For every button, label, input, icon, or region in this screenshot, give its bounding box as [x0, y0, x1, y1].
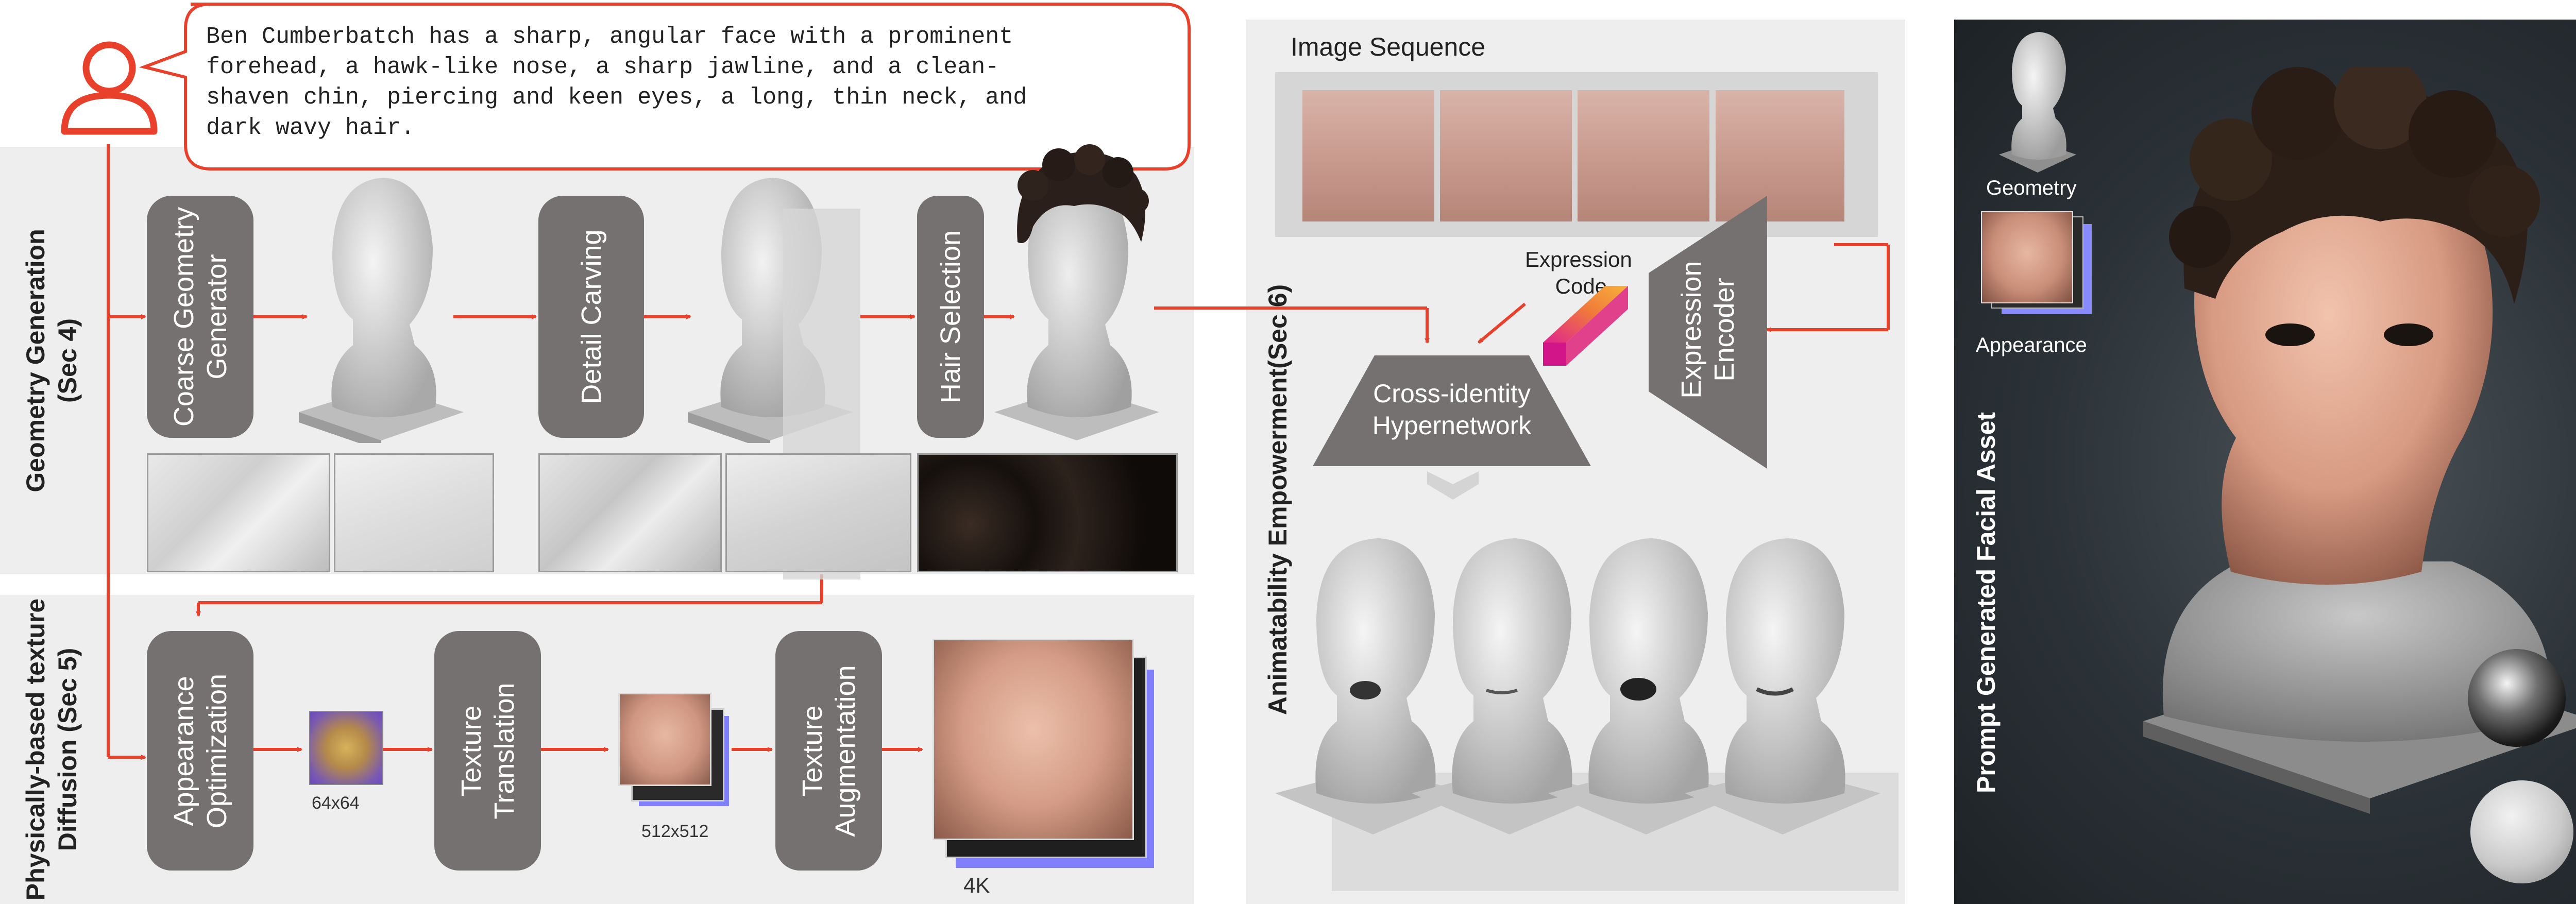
user-icon	[61, 41, 158, 135]
texture-512-image	[618, 693, 711, 786]
speech-bubble	[139, 3, 1191, 170]
sequence-frame-1	[1302, 90, 1434, 221]
texture-64-image	[309, 711, 383, 785]
chrome-sphere	[2468, 649, 2566, 747]
coarse-label-line1: Coarse Geometry	[168, 207, 199, 427]
coarse-head-render	[299, 178, 464, 443]
sequence-frame-3	[1578, 90, 1709, 221]
hair-selection-label: Hair Selection	[935, 230, 966, 404]
coarse-geometry-generator-label: Coarse Geometry Generator	[167, 207, 233, 427]
carved-detail-thumb-nose	[538, 453, 722, 572]
expression-encoder-label: Expression Encoder	[1675, 261, 1741, 398]
prompt-line-1: Ben Cumberbatch has a sharp, angular fac…	[206, 24, 1013, 50]
hypernet-label-line2: Hypernetwork	[1372, 411, 1532, 440]
sequence-frame-2	[1440, 90, 1572, 221]
texture-augmentation-label: Texture Augmentation	[796, 665, 862, 837]
coarse-label-line2: Generator	[201, 254, 232, 380]
augmentation-label-line2: Augmentation	[829, 664, 861, 837]
animated-head-3	[1548, 538, 1744, 834]
texture-4k-image	[933, 639, 1134, 840]
hypernetwork-shape	[1313, 355, 1591, 466]
detail-carving-label: Detail Carving	[575, 229, 607, 404]
translation-label-line2: Translation	[488, 682, 520, 820]
coarse-detail-thumb-cheek	[334, 453, 494, 572]
prompt-line-3: shaven chin, piercing and keen eyes, a l…	[206, 84, 1027, 111]
prompt-line-2: forehead, a hawk-like nose, a sharp jawl…	[206, 54, 999, 80]
animated-head-1	[1275, 538, 1471, 834]
hypernetwork-label: Cross-identity Hypernetwork	[1372, 378, 1531, 441]
appearance-optimization-label: Appearance Optimization	[167, 673, 233, 828]
expression-code-bar	[1543, 286, 1628, 366]
hair-selection-box: Hair Selection	[917, 196, 984, 438]
animated-head-2	[1412, 538, 1607, 834]
encoder-label-line1: Expression	[1676, 261, 1707, 399]
encoder-label-line2: Encoder	[1709, 278, 1740, 382]
geometry-thumbnail-label: Geometry	[1986, 177, 2077, 199]
appearance-label-line1: Appearance	[168, 675, 199, 826]
appearance-thumbnail	[1981, 211, 2073, 303]
expression-code-line1: Expression	[1525, 247, 1632, 271]
texture-512-label: 512x512	[641, 822, 709, 841]
augmentation-label-line1: Texture	[796, 705, 828, 797]
expression-encoder-shape	[1649, 196, 1767, 469]
detail-carving-box: Detail Carving	[538, 196, 644, 438]
appearance-optimization-box: Appearance Optimization	[147, 631, 253, 871]
hair-head-render	[994, 144, 1159, 440]
appearance-label-line2: Optimization	[201, 673, 232, 828]
geometry-thumbnail	[1999, 32, 2076, 173]
prompt-line-4: dark wavy hair.	[206, 115, 415, 141]
translation-label-line1: Texture	[455, 705, 487, 797]
diffuse-sphere	[2470, 780, 2573, 883]
texture-translation-box: Texture Translation	[434, 631, 541, 871]
coarse-geometry-generator-box: Coarse Geometry Generator	[147, 196, 253, 438]
final-facial-asset-render	[2143, 67, 2576, 814]
texture-4k-label: 4K	[963, 873, 990, 897]
prompt-text: Ben Cumberbatch has a sharp, angular fac…	[206, 22, 1027, 143]
carved-detail-thumb-cheek	[725, 453, 911, 572]
texture-64-label: 64x64	[312, 793, 360, 813]
texture-translation-label: Texture Translation	[455, 683, 521, 819]
coarse-detail-thumb-nose	[147, 453, 330, 572]
appearance-thumbnail-label: Appearance	[1976, 334, 2087, 356]
hypernet-label-line1: Cross-identity	[1373, 379, 1531, 408]
animated-head-4	[1685, 538, 1880, 834]
hair-detail-thumb	[917, 453, 1178, 572]
texture-augmentation-box: Texture Augmentation	[775, 631, 882, 871]
chevron-down-icon	[1427, 471, 1479, 500]
sequence-frame-4	[1716, 90, 1844, 221]
image-sequence-title: Image Sequence	[1291, 32, 1486, 61]
